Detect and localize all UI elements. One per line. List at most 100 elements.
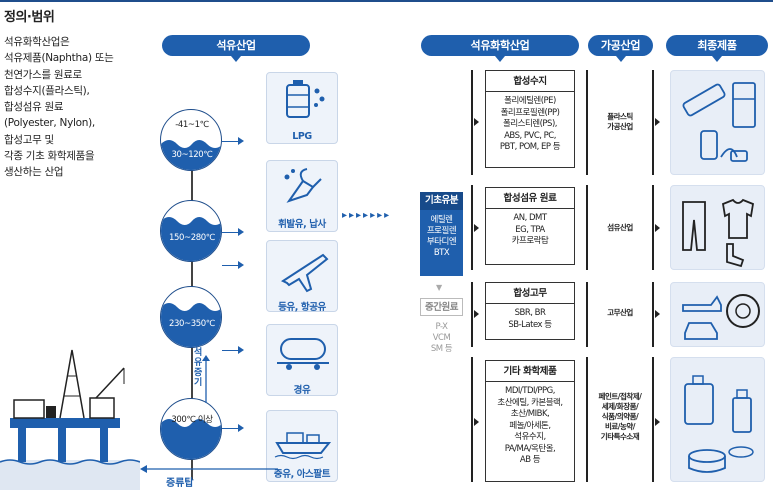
category-title: 합성섬유 원료 [486, 188, 574, 209]
category-item: 초산에틸, 카본블랙, [497, 397, 563, 408]
stage-arrow [222, 265, 240, 266]
processing-line: 기타특수소재 [600, 432, 640, 441]
product-label: 중유, 아스팔트 [273, 469, 331, 480]
basic-item: 부타디엔 [426, 237, 457, 247]
intermediate-item: VCM [432, 333, 451, 343]
product-label: LPG [292, 131, 312, 142]
category-item: 페놀/아세톤, [509, 420, 551, 431]
containers-icon [684, 375, 754, 473]
bracket-line [586, 70, 588, 175]
category-item: MDI/TDI/PPG, [505, 386, 555, 396]
arrow-triangle [655, 310, 660, 318]
arrow-triangle [474, 118, 479, 126]
product-heavy [266, 410, 338, 482]
category-body: 폴리에틸렌(PE) 폴리프로필렌(PP) 폴리스티렌(PS), ABS, PVC… [486, 92, 574, 154]
ship-icon [274, 432, 332, 460]
bracket-line [652, 70, 654, 175]
category-body: MDI/TDI/PPG, 초산에틸, 카본블랙, 초산/MIBK, 페놀/아세톤… [486, 382, 574, 467]
desc-line: (Polyester, Nylon), [4, 117, 95, 130]
arrowhead [238, 228, 244, 236]
page-title: 정의·범위 [4, 10, 55, 25]
temp-label: 150~280℃ [169, 233, 215, 243]
processing-other: 페인트/접착제/ 세제/화장품/ 식품/의약품/ 비료/농약/ 기타특수소재 [590, 392, 650, 442]
bracket-line [652, 185, 654, 270]
temp-label: 30~120℃ [171, 150, 213, 160]
desc-line: 생산하는 산업 [4, 166, 64, 179]
product-lpg [266, 72, 338, 144]
category-title: 합성수지 [486, 71, 574, 92]
header-processing: 가공산업 [588, 35, 653, 56]
product-diesel [266, 324, 338, 396]
basic-item: 프로필렌 [426, 226, 457, 236]
category-item: EG, TPA [515, 224, 545, 235]
desc-line: 석유화학산업은 [4, 36, 70, 48]
basic-oil-box: 에틸렌 프로필렌 부타디엔 BTX [420, 210, 463, 276]
bracket-line [652, 282, 654, 347]
basic-oil-header: 기초유분 [420, 192, 463, 210]
category-item: 폴리에틸렌(PE) [504, 96, 556, 106]
category-item: ABS, PVC, PC, [504, 130, 556, 141]
wave-icon [161, 303, 221, 347]
processing-line: 세제/화장품/ [601, 402, 639, 411]
vapor-label: 석유증기 [194, 348, 203, 388]
category-body: AN, DMT EG, TPA 카프로락탐 [486, 209, 574, 248]
intermediate-item: SM 등 [430, 344, 453, 354]
bracket-line [471, 185, 473, 270]
distillation-tower-label: 증류탑 [166, 478, 194, 489]
header-petrochem: 석유화학산업 [421, 35, 579, 56]
processing-line: 고무산업 [607, 308, 633, 317]
category-item: AN, DMT [513, 213, 547, 223]
desc-line: 합성수지(플라스틱), [4, 84, 90, 97]
wave-icon [161, 140, 221, 170]
clothes-icon [682, 198, 755, 268]
arrowhead [238, 261, 244, 269]
arrow-triangle [474, 418, 479, 426]
final-chemical-products [670, 357, 765, 482]
temp-label: 230~350℃ [169, 319, 215, 329]
product-label: 경유 [293, 385, 311, 396]
arrow-triangle [474, 224, 479, 232]
product-gasoline [266, 160, 338, 232]
stage-arrow [222, 232, 240, 233]
arrowhead [238, 137, 244, 145]
bracket-line [586, 357, 588, 482]
desc-line: 합성섬유 원료 [4, 101, 64, 114]
intermediate-item: P-X [435, 322, 448, 332]
intermediate-header: 중간원료 [420, 298, 463, 316]
desc-line: 각종 기초 화학제품을 [4, 150, 95, 163]
desc-line: 천연가스를 원료로 [4, 68, 82, 81]
arrow-triangle [655, 118, 660, 126]
arrowhead [238, 346, 244, 354]
bottom-left-arrow [140, 465, 278, 473]
flow-dots: ▸▸▸▸▸▸▸ [342, 210, 392, 221]
arrow-triangle [655, 418, 660, 426]
arrowhead [238, 424, 244, 432]
bracket-line [471, 282, 473, 347]
category-item: SBR, BR [514, 308, 546, 318]
bracket-line [471, 70, 473, 175]
definition-text: 석유화학산업은 석유제품(Naphtha) 또는 천연가스를 원료로 합성수지(… [4, 34, 154, 181]
category-item: 폴리프로필렌(PP) [500, 107, 560, 118]
airplane-icon [280, 253, 329, 293]
header-arrow [495, 56, 505, 62]
down-triangle-icon: ▼ [436, 283, 443, 292]
category-synthetic-fiber: 합성섬유 원료 AN, DMT EG, TPA 카프로락탐 [485, 187, 575, 265]
category-synthetic-rubber: 합성고무 SBR, BR SB-Latex 등 [485, 282, 575, 340]
stage-arrow [222, 350, 240, 351]
processing-line: 식품/의약품/ [601, 412, 639, 421]
processing-line: 페인트/접착제/ [598, 392, 642, 401]
temp-label: -41~1℃ [175, 120, 209, 130]
bracket-line [471, 357, 473, 482]
arrow-triangle [474, 310, 479, 318]
temp-label: 300℃ 이상 [171, 415, 213, 425]
arrow-triangle [655, 224, 660, 232]
category-item: 폴리스티렌(PS), [503, 119, 557, 129]
processing-plastic: 플라스틱 가공산업 [590, 112, 650, 132]
top-rule [0, 0, 773, 2]
product-kerosene [266, 240, 338, 312]
basic-item: 에틸렌 [430, 215, 453, 225]
processing-rubber: 고무산업 [590, 308, 650, 318]
processing-line: 가공산업 [607, 122, 633, 131]
product-label: 등유, 항공유 [278, 302, 326, 313]
stage-arrow [222, 141, 240, 142]
